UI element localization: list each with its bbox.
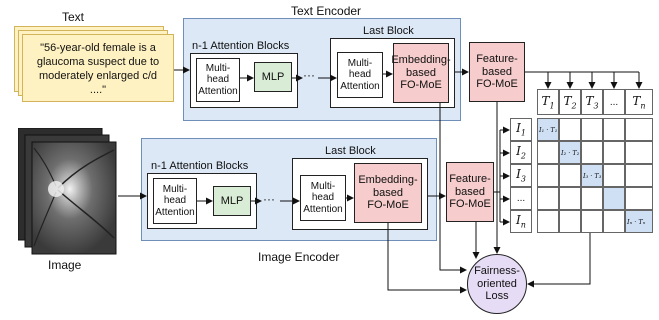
text-mha-line3: Attention bbox=[198, 85, 238, 97]
text-embedding-moe-line1: Embedding- bbox=[391, 54, 451, 67]
loss-line2: oriented bbox=[477, 277, 517, 290]
image-input-label: Image bbox=[48, 258, 82, 272]
image-token-i1: I1 bbox=[510, 118, 532, 141]
matrix-cell bbox=[625, 187, 653, 210]
matrix-diag-3: I₃ · T₃ bbox=[583, 172, 602, 180]
text-note-line4: ...." bbox=[89, 84, 107, 96]
matrix-cell bbox=[603, 141, 625, 164]
text-embedding-moe-line2: based bbox=[406, 66, 436, 79]
image-last-block-label: Last Block bbox=[325, 145, 376, 157]
image-embedding-moe-line1: Embedding- bbox=[358, 174, 418, 187]
image-feature-moe-line3: FO-MoE bbox=[449, 198, 491, 211]
matrix-diagonal-cell bbox=[559, 141, 581, 164]
text-mlp-block: MLP bbox=[254, 62, 292, 92]
fundus-image-graphic bbox=[17, 127, 117, 255]
image-mha-line3: Attention bbox=[155, 206, 195, 218]
text-token-tn: Tn bbox=[625, 89, 653, 115]
text-attention-group-label: n-1 Attention Blocks bbox=[192, 40, 290, 52]
image-last-mha-line3: Attention bbox=[303, 203, 343, 215]
image-last-mha-line2: head bbox=[311, 192, 335, 204]
text-embedding-moe: Embedding- based FO-MoE bbox=[391, 43, 451, 103]
matrix-cell bbox=[537, 210, 559, 233]
text-encoder-title: Text Encoder bbox=[291, 4, 362, 18]
matrix-cell bbox=[537, 187, 559, 210]
image-token-i3: I3 bbox=[510, 164, 532, 187]
image-embedding-moe: Embedding- based FO-MoE bbox=[354, 163, 422, 223]
text-feature-moe-line2: based bbox=[482, 65, 512, 78]
matrix-cell bbox=[559, 118, 581, 141]
matrix-cell bbox=[559, 164, 581, 187]
text-embedding-moe-line3: FO-MoE bbox=[400, 79, 442, 92]
matrix-diag-2: I₂ · T₂ bbox=[561, 149, 580, 157]
matrix-cell bbox=[537, 141, 559, 164]
loss-line3: Loss bbox=[485, 290, 509, 303]
matrix-cell bbox=[625, 118, 653, 141]
matrix-cell bbox=[603, 210, 625, 233]
matrix-diag-1: I₁ · T₁ bbox=[539, 126, 558, 134]
text-note-line1: "56-year-old female is a bbox=[40, 42, 156, 54]
image-embedding-moe-line3: FO-MoE bbox=[367, 199, 409, 212]
image-mha-line2: head bbox=[163, 195, 187, 207]
matrix-cell bbox=[625, 164, 653, 187]
matrix-cell bbox=[581, 187, 603, 210]
image-attention-group-label: n-1 Attention Blocks bbox=[151, 160, 249, 172]
text-last-mha-block: Multi- head Attention bbox=[337, 52, 383, 98]
matrix-cell bbox=[559, 210, 581, 233]
matrix-cell bbox=[581, 141, 603, 164]
text-token-dots: ... bbox=[603, 89, 625, 115]
image-encoder-title: Image Encoder bbox=[258, 250, 340, 264]
image-last-mha-line1: Multi- bbox=[310, 180, 336, 192]
text-token-t1: T1 bbox=[537, 89, 559, 115]
matrix-diagonal-cell bbox=[581, 164, 603, 187]
matrix-cell bbox=[559, 187, 581, 210]
text-mha-block: Multi- head Attention bbox=[196, 58, 240, 102]
text-feature-moe-line3: FO-MoE bbox=[476, 78, 518, 91]
matrix-diagonal-cell bbox=[537, 118, 559, 141]
image-embedding-moe-line2: based bbox=[373, 186, 403, 199]
image-token-in: In bbox=[510, 210, 532, 233]
text-feature-moe-line1: Feature- bbox=[476, 53, 518, 66]
matrix-cell bbox=[581, 118, 603, 141]
text-last-mha-line3: Attention bbox=[340, 80, 380, 92]
fairness-oriented-loss: Fairness- oriented Loss bbox=[467, 254, 527, 314]
text-last-block-label: Last Block bbox=[363, 25, 414, 37]
fundus-image-stack bbox=[17, 127, 118, 256]
matrix-cell bbox=[603, 164, 625, 187]
matrix-cell bbox=[537, 164, 559, 187]
text-mha-line2: head bbox=[206, 74, 230, 86]
loss-line1: Fairness- bbox=[474, 265, 520, 278]
text-last-mha-line1: Multi- bbox=[347, 57, 373, 69]
text-feature-moe: Feature- based FO-MoE bbox=[469, 42, 525, 102]
text-input-label: Text bbox=[62, 10, 85, 24]
image-token-i2: I2 bbox=[510, 141, 532, 164]
matrix-diagonal-cell bbox=[625, 210, 653, 233]
image-feature-moe: Feature- based FO-MoE bbox=[446, 162, 494, 222]
image-last-mha-block: Multi- head Attention bbox=[300, 175, 346, 221]
image-feature-moe-line2: based bbox=[455, 185, 485, 198]
matrix-cell bbox=[603, 118, 625, 141]
text-ellipsis: ··· bbox=[303, 68, 315, 82]
image-feature-moe-line1: Feature- bbox=[449, 173, 491, 186]
text-note: "56-year-old female is a glaucoma suspec… bbox=[22, 34, 174, 102]
image-ellipsis: ··· bbox=[263, 192, 275, 206]
image-token-dots: ... bbox=[510, 187, 532, 210]
text-token-t2: T2 bbox=[559, 89, 581, 115]
image-mlp-block: MLP bbox=[213, 186, 251, 216]
text-token-t3: T3 bbox=[581, 89, 603, 115]
text-note-line2: glaucoma suspect due to bbox=[36, 56, 160, 68]
matrix-cell bbox=[625, 141, 653, 164]
image-mha-block: Multi- head Attention bbox=[153, 178, 197, 224]
text-note-line3: moderately enlarged c/d bbox=[38, 70, 157, 82]
matrix-diag-n: Iₙ · Tₙ bbox=[627, 218, 646, 226]
similarity-matrix bbox=[537, 118, 653, 233]
text-last-mha-line2: head bbox=[348, 69, 372, 81]
text-mha-line1: Multi- bbox=[205, 62, 231, 74]
matrix-diagonal-cell bbox=[603, 187, 625, 210]
image-mha-line1: Multi- bbox=[162, 183, 188, 195]
matrix-cell bbox=[581, 210, 603, 233]
